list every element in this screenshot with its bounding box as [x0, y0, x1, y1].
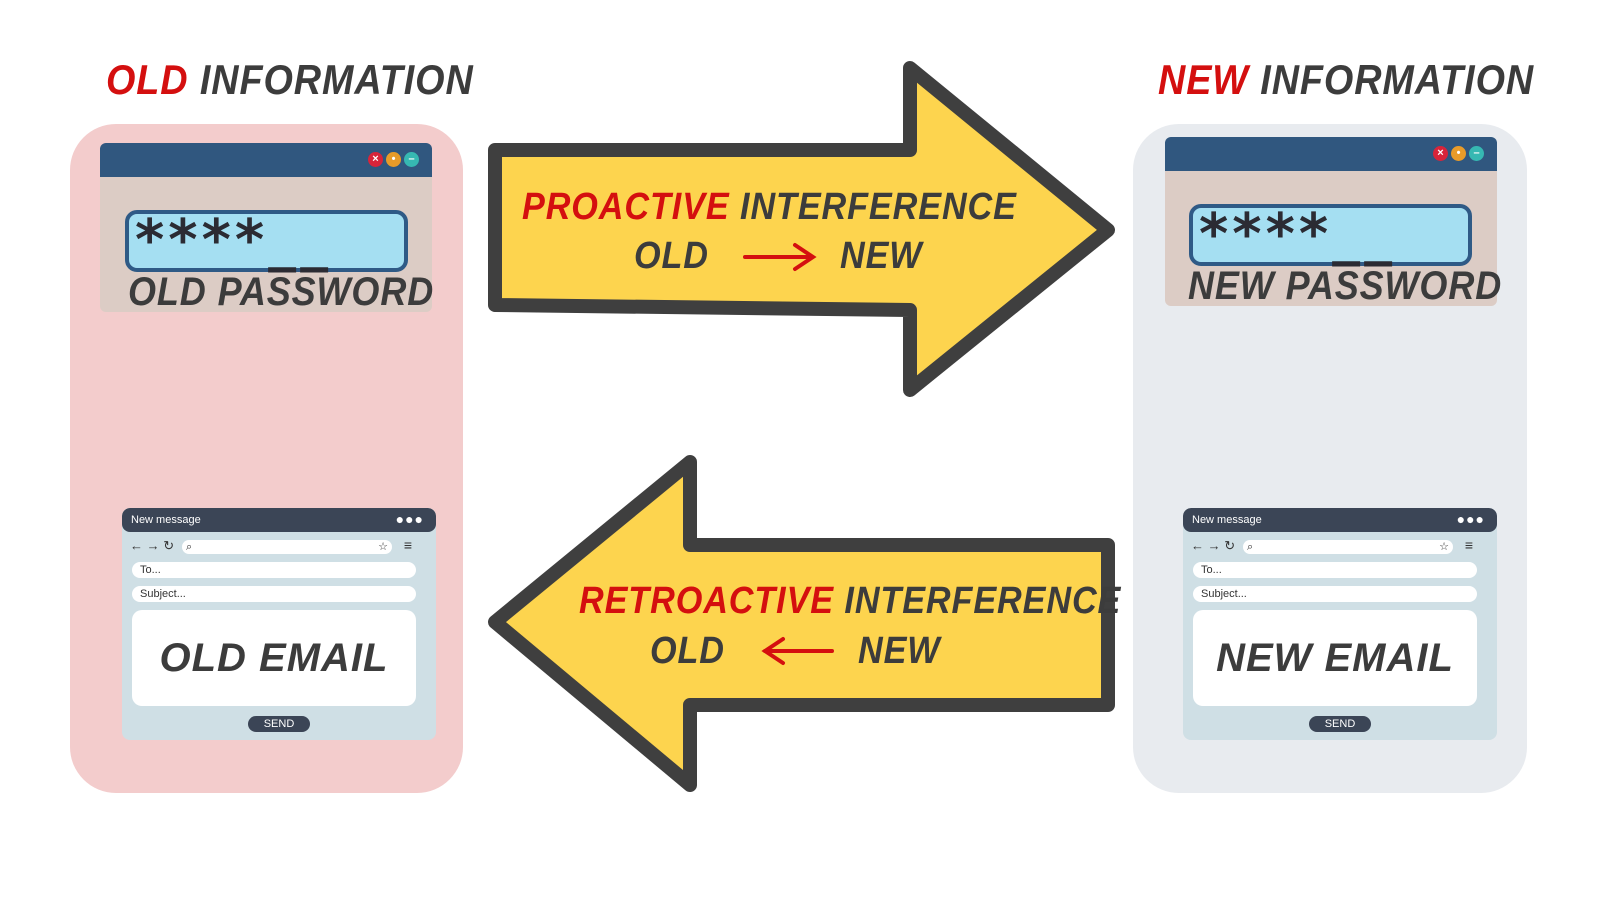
- subject-field[interactable]: Subject...: [1193, 586, 1477, 602]
- retroactive-title: RETROACTIVE INTERFERENCE: [579, 580, 1122, 622]
- to-field[interactable]: To...: [132, 562, 416, 578]
- minimize-icon: –: [1469, 146, 1484, 161]
- old-password-label: OLD PASSWORD: [128, 270, 435, 314]
- email-body[interactable]: OLD EMAIL: [132, 610, 416, 706]
- proactive-title: PROACTIVE INTERFERENCE: [522, 186, 1017, 228]
- retroactive-to: NEW: [858, 630, 941, 672]
- new-email-window: New message●●● ← → ↻ ⌕☆ ≡ To... Subject.…: [1183, 508, 1497, 740]
- menu-icon[interactable]: ≡: [403, 537, 412, 553]
- old-information-heading: OLD INFORMATION: [106, 56, 474, 103]
- small-right-arrow-icon: [743, 243, 817, 271]
- close-icon: ×: [1433, 146, 1448, 161]
- subject-field[interactable]: Subject...: [132, 586, 416, 602]
- new-password-field: ****__: [1189, 204, 1472, 266]
- proactive-to: NEW: [840, 235, 923, 277]
- nav-icons: ← → ↻: [1191, 538, 1236, 553]
- close-icon: ×: [368, 152, 383, 167]
- more-icon[interactable]: ●●●: [395, 511, 424, 527]
- old-password-window-header: × • –: [100, 143, 432, 177]
- to-field[interactable]: To...: [1193, 562, 1477, 578]
- send-button[interactable]: SEND: [248, 716, 310, 732]
- send-button[interactable]: SEND: [1309, 716, 1371, 732]
- email-body-text: OLD EMAIL: [159, 636, 389, 680]
- old-password-field: ****__: [125, 210, 408, 272]
- more-icon[interactable]: ●●●: [1456, 511, 1485, 527]
- retroactive-arrow: [488, 455, 1115, 792]
- small-left-arrow-icon: [761, 637, 834, 665]
- search-icon: ⌕: [186, 541, 193, 553]
- nav-icons: ← → ↻: [130, 538, 175, 553]
- star-icon[interactable]: ☆: [378, 541, 388, 553]
- star-icon[interactable]: ☆: [1439, 541, 1449, 553]
- address-bar[interactable]: ⌕☆: [1243, 540, 1453, 554]
- email-header: New message●●●: [1183, 508, 1497, 532]
- new-password-window-header: × • –: [1165, 137, 1497, 171]
- retroactive-from: OLD: [650, 630, 725, 672]
- email-header: New message●●●: [122, 508, 436, 532]
- maximize-icon: •: [1451, 146, 1466, 161]
- proactive-arrow: [488, 61, 1115, 397]
- email-body-text: NEW EMAIL: [1216, 636, 1454, 680]
- minimize-icon: –: [404, 152, 419, 167]
- menu-icon[interactable]: ≡: [1464, 537, 1473, 553]
- old-email-window: New message●●● ← → ↻ ⌕☆ ≡ To... Subject.…: [122, 508, 436, 740]
- address-bar[interactable]: ⌕☆: [182, 540, 392, 554]
- new-information-heading: NEW INFORMATION: [1158, 56, 1535, 103]
- proactive-from: OLD: [634, 235, 709, 277]
- email-body[interactable]: NEW EMAIL: [1193, 610, 1477, 706]
- maximize-icon: •: [386, 152, 401, 167]
- search-icon: ⌕: [1247, 541, 1254, 553]
- new-password-label: NEW PASSWORD: [1188, 264, 1503, 308]
